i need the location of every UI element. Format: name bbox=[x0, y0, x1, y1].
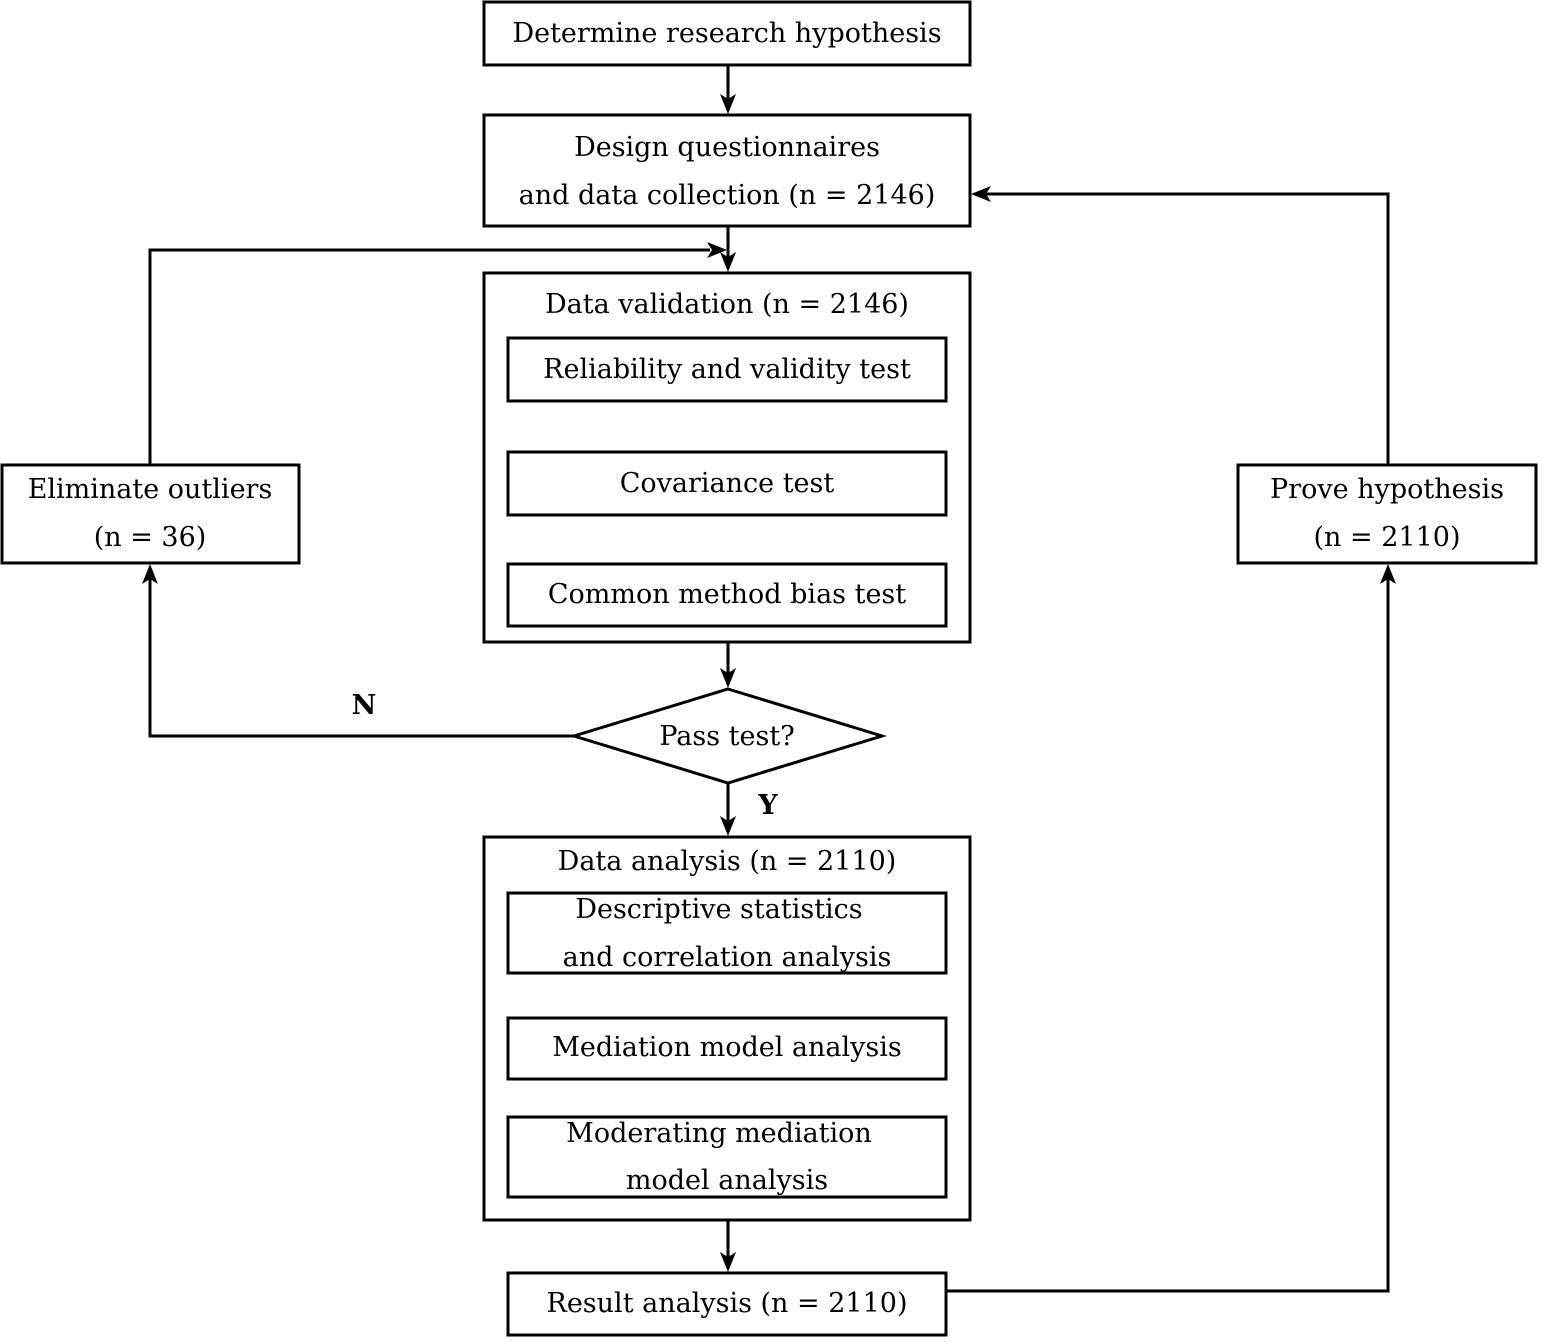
decision-pass-test: Pass test? bbox=[568, 687, 888, 785]
arrowhead-analysis-top bbox=[720, 816, 736, 836]
node-design-line2: and data collection (n = 2146) bbox=[519, 180, 936, 211]
node-reliability-label: Reliability and validity test bbox=[543, 354, 911, 385]
node-descriptive-line2: and correlation analysis bbox=[563, 942, 892, 973]
node-result-analysis: Result analysis (n = 2110) bbox=[506, 1271, 948, 1337]
arrowhead-outliers-loop bbox=[707, 242, 727, 258]
edge-outliers-loop bbox=[148, 248, 710, 464]
node-covariance-test: Covariance test bbox=[506, 450, 948, 517]
node-prove-line2: (n = 2110) bbox=[1314, 522, 1461, 553]
node-determine-hypothesis-label: Determine research hypothesis bbox=[512, 18, 941, 49]
node-descriptive-line1: Descriptive statistics bbox=[575, 894, 862, 925]
node-moderating-line1: Moderating mediation bbox=[566, 1118, 872, 1149]
node-mediation-label: Mediation model analysis bbox=[552, 1032, 902, 1063]
node-outliers-line1: Eliminate outliers bbox=[28, 474, 273, 505]
arrowhead-design-top bbox=[720, 94, 736, 114]
connectors bbox=[142, 66, 1396, 1293]
node-moderating-mediation: Moderating mediation model analysis bbox=[506, 1115, 948, 1199]
node-reliability-validity-test: Reliability and validity test bbox=[506, 336, 948, 403]
group-data-validation-title: Data validation (n = 2146) bbox=[545, 289, 909, 320]
node-moderating-line2: model analysis bbox=[626, 1165, 828, 1196]
node-outliers-line2: (n = 36) bbox=[94, 522, 207, 553]
group-data-analysis-title: Data analysis (n = 2110) bbox=[558, 846, 897, 877]
edge-label-no: N bbox=[352, 690, 377, 721]
arrowhead-result-top bbox=[720, 1252, 736, 1272]
node-eliminate-outliers: Eliminate outliers (n = 36) bbox=[0, 463, 301, 565]
node-covariance-label: Covariance test bbox=[620, 468, 835, 499]
node-design-questionnaires: Design questionnaires and data collectio… bbox=[482, 113, 972, 228]
node-common-method-bias-test: Common method bias test bbox=[506, 562, 948, 628]
arrowhead-prove-bottom bbox=[1380, 564, 1396, 584]
edge-result-to-prove bbox=[946, 578, 1390, 1293]
arrowhead-validation-top bbox=[720, 252, 736, 272]
node-determine-hypothesis: Determine research hypothesis bbox=[482, 0, 972, 67]
arrowhead-outliers-bottom bbox=[142, 564, 158, 584]
node-result-label: Result analysis (n = 2110) bbox=[547, 1288, 908, 1319]
decision-pass-test-label: Pass test? bbox=[659, 721, 794, 752]
node-prove-line1: Prove hypothesis bbox=[1270, 474, 1504, 505]
edge-prove-to-design bbox=[986, 192, 1390, 464]
arrowhead-decision-top bbox=[720, 668, 736, 688]
node-descriptive-statistics: Descriptive statistics and correlation a… bbox=[506, 891, 948, 975]
edge-label-yes: Y bbox=[757, 790, 778, 821]
node-bias-label: Common method bias test bbox=[548, 579, 906, 610]
node-design-line1: Design questionnaires bbox=[574, 132, 880, 163]
edge-decision-no bbox=[148, 578, 574, 738]
arrowhead-design-right bbox=[971, 186, 991, 202]
node-mediation-model-analysis: Mediation model analysis bbox=[506, 1016, 948, 1081]
node-prove-hypothesis: Prove hypothesis (n = 2110) bbox=[1236, 463, 1538, 565]
